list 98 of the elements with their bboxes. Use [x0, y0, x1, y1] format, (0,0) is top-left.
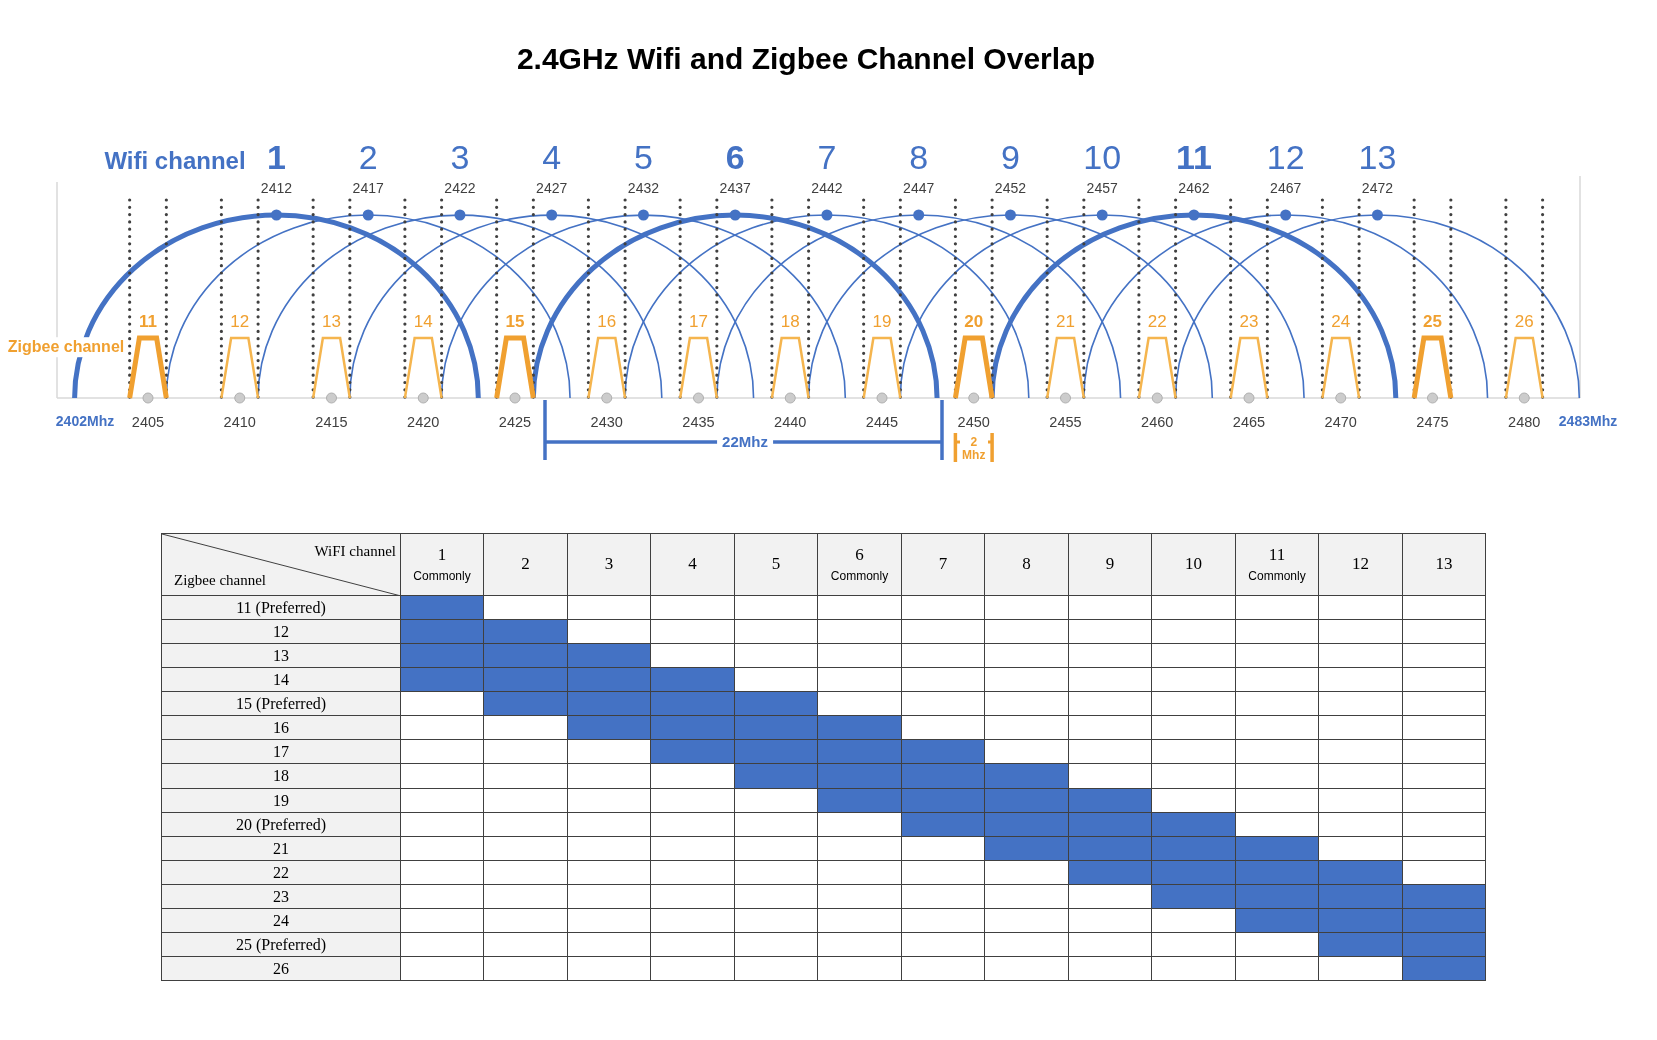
diagram-title: 2.4GHz Wifi and Zigbee Channel Overlap [516, 41, 1096, 75]
channel-number: 6 [855, 546, 864, 565]
frequency-label: 2442 [811, 181, 843, 197]
row-heading: 20 (Preferred) [235, 815, 327, 834]
channel-number: 11 [139, 312, 157, 332]
row-heading: 15 (Preferred) [235, 694, 327, 713]
axis-tick-label: 2455 [1049, 415, 1082, 431]
channel-number: 9 [1001, 139, 1020, 177]
channel-number: 18 [780, 312, 800, 332]
axis-tick-label: 2460 [1141, 415, 1174, 431]
row-heading: 13 [273, 646, 289, 665]
axis-tick-label: 2430 [590, 415, 623, 431]
axis-tick-label: 2480 [1508, 415, 1541, 431]
channel-number: 21 [1056, 312, 1075, 332]
channel-number: 12 [230, 312, 250, 332]
channel-number: 13 [1435, 555, 1453, 574]
frequency-label: 2472 [1361, 181, 1393, 197]
axis-end-label: 2483Mhz [1558, 414, 1618, 430]
channel-number: 15 [505, 312, 525, 332]
axis-tick-label: 2450 [957, 415, 990, 431]
row-heading: 18 [273, 767, 289, 785]
axis-tick-label: 2470 [1324, 415, 1357, 431]
row-label: Wifi channel [104, 147, 246, 175]
axis-end-label: 2402Mhz [55, 414, 115, 430]
channel-note: Commonly [830, 569, 889, 583]
channel-number: 22 [1147, 312, 1167, 332]
channel-number: 9 [1105, 555, 1115, 574]
frequency-label: 2462 [1178, 181, 1210, 197]
channel-number: 5 [634, 139, 653, 177]
axis-tick-label: 2465 [1232, 415, 1266, 431]
row-heading: 24 [273, 911, 289, 930]
channel-number: 7 [938, 555, 948, 574]
channel-number: 2 [521, 555, 530, 574]
row-heading: 12 [273, 622, 289, 641]
row-heading: 17 [273, 742, 289, 761]
frequency-label: 2427 [536, 181, 568, 197]
row-heading: 23 [273, 887, 289, 906]
channel-number: 4 [542, 139, 562, 177]
frequency-label: 2422 [444, 181, 476, 197]
frequency-label: 2417 [352, 181, 384, 197]
frequency-label: 2467 [1270, 181, 1302, 197]
channel-number: 16 [597, 312, 617, 332]
row-heading: 21 [273, 839, 289, 858]
channel-number: 2 [358, 139, 378, 177]
column-heading: WiFI channel [314, 543, 396, 560]
axis-tick-label: 2440 [774, 415, 807, 431]
channel-note: Commonly [1248, 569, 1306, 583]
row-heading: 11 (Preferred) [236, 598, 326, 617]
channel-number: 4 [688, 555, 697, 574]
channel-number: 20 [964, 312, 984, 332]
channel-number: 1 [437, 546, 447, 565]
channel-number: 8 [909, 139, 929, 177]
row-heading: 19 [273, 791, 289, 810]
channel-number: 26 [1514, 312, 1534, 332]
channel-number: 7 [817, 139, 837, 177]
channel-number: 24 [1331, 312, 1351, 332]
row-heading: 16 [273, 718, 289, 737]
axis-tick-label: 2420 [407, 415, 440, 431]
axis-tick-label: 2415 [315, 415, 348, 431]
axis-tick-label: 2435 [682, 415, 715, 431]
channel-number: 23 [1239, 312, 1259, 332]
axis-tick-label: 2405 [131, 415, 165, 431]
axis-tick-label: 2410 [223, 415, 256, 431]
axis-tick-label: 2425 [498, 415, 532, 431]
row-heading: 25 (Preferred) [235, 935, 327, 954]
frequency-label: 2412 [260, 181, 292, 197]
row-heading: 22 [273, 863, 289, 882]
channel-number: 11 [1268, 546, 1286, 565]
channel-number: 10 [1083, 139, 1122, 177]
channel-number: 3 [450, 139, 470, 177]
channel-number: 17 [689, 312, 708, 332]
channel-number: 5 [771, 555, 781, 574]
axis-tick-label: 2475 [1416, 415, 1449, 431]
frequency-label: 2452 [994, 181, 1026, 197]
channel-number: 12 [1352, 555, 1369, 574]
channel-number: 6 [725, 139, 745, 177]
channel-number: 19 [872, 312, 892, 332]
row-heading: 26 [273, 959, 289, 978]
channel-number: 8 [1022, 555, 1031, 574]
row-label: Zigbee channel [5, 337, 127, 357]
channel-number: 10 [1185, 555, 1202, 574]
frequency-label: 2447 [903, 181, 935, 197]
channel-number: 13 [322, 312, 341, 332]
row-heading: Zigbee channel [174, 572, 267, 589]
channel-number: 12 [1266, 139, 1305, 177]
frequency-label: 2457 [1086, 181, 1118, 197]
frequency-label: 2432 [627, 181, 659, 197]
channel-number: 11 [1175, 139, 1212, 177]
channel-number: 14 [413, 312, 433, 332]
channel-number: 25 [1423, 312, 1442, 332]
channel-number: 1 [267, 139, 286, 177]
channel-number: 3 [604, 555, 614, 574]
channel-number: 13 [1358, 139, 1397, 177]
frequency-label: 2437 [719, 181, 751, 197]
axis-tick-label: 2445 [865, 415, 899, 431]
row-heading: 14 [273, 670, 289, 689]
dimension-label: 2 Mhz [959, 436, 988, 462]
channel-note: Commonly [413, 569, 471, 583]
